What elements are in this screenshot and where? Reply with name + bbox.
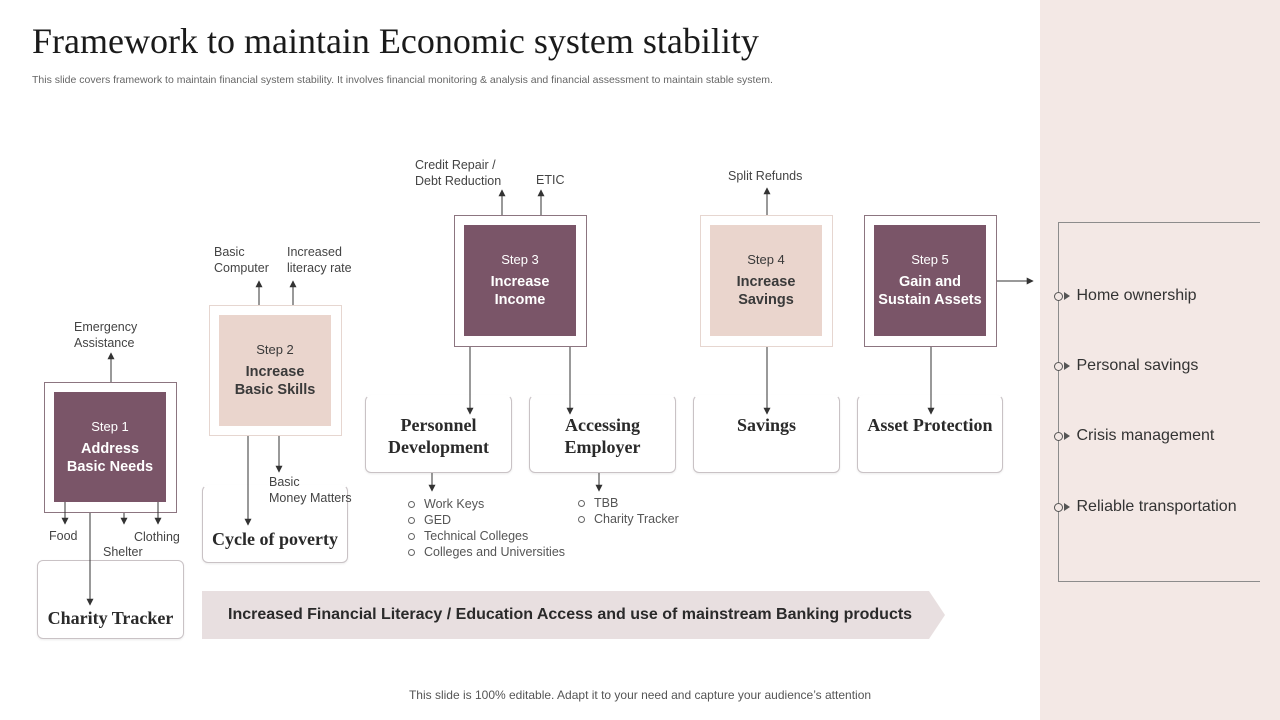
right-side-panel	[1040, 0, 1280, 720]
step-title: Increase Income	[490, 274, 550, 308]
literacy-banner: Increased Financial Literacy / Education…	[202, 591, 945, 639]
bullet-dot-icon	[1053, 291, 1063, 301]
asset-list-item: Home ownership	[1053, 287, 1197, 305]
asset-list-item: Personal savings	[1053, 357, 1199, 375]
list-item: Charity Tracker	[576, 511, 679, 527]
bullet-dot-icon	[1053, 361, 1063, 371]
label-credit-repair: Credit Repair / Debt Reduction	[415, 158, 502, 188]
outcome-cycle-of-poverty: Cycle of poverty	[202, 485, 348, 563]
outcome-asset-protection: Asset Protection	[857, 395, 1003, 473]
label-emergency-assistance: Emergency Assistance	[74, 320, 138, 350]
list-item: GED	[406, 512, 565, 528]
asset-list-item: Crisis management	[1053, 427, 1215, 445]
step-2-box: Step 2 Increase Basic Skills	[219, 315, 331, 426]
outcome-personnel-development: Personnel Development	[365, 395, 512, 473]
asset-list-bracket	[1058, 222, 1260, 582]
outcome-label: Asset Protection	[867, 415, 993, 435]
label-clothing: Clothing	[134, 530, 180, 544]
step-4-box: Step 4 Increase Savings	[710, 225, 822, 336]
list-item: Work Keys	[406, 496, 565, 512]
asset-list-label: Crisis management	[1076, 427, 1215, 444]
outcome-label: Savings	[736, 415, 797, 435]
label-basic-computer: Basic Computer	[214, 245, 269, 275]
outcome-label: Personnel Development	[388, 415, 489, 457]
asset-list-label: Personal savings	[1076, 357, 1199, 374]
step-number: Step 2	[256, 342, 294, 357]
outcome-savings: Savings	[693, 395, 840, 473]
asset-list-label: Home ownership	[1076, 287, 1197, 304]
step-number: Step 5	[911, 252, 949, 267]
bullet-dot-icon	[1053, 502, 1063, 512]
banner-text: Increased Financial Literacy / Education…	[228, 606, 913, 623]
outcome-label: Cycle of poverty	[212, 529, 338, 549]
list-item: Technical Colleges	[406, 528, 565, 544]
label-shelter: Shelter	[103, 545, 143, 559]
outcome-label: Accessing Employer	[564, 415, 641, 457]
step-1-box: Step 1 Address Basic Needs	[54, 392, 166, 502]
label-food: Food	[49, 529, 78, 543]
label-etic: ETIC	[536, 173, 565, 187]
personnel-bullet-list: Work Keys GED Technical Colleges College…	[406, 496, 565, 560]
arrow-right-icon	[1063, 292, 1070, 300]
asset-list-label: Reliable transportation	[1076, 498, 1237, 515]
step-5-box: Step 5 Gain and Sustain Assets	[874, 225, 986, 336]
list-item: TBB	[576, 495, 679, 511]
arrow-right-icon	[1063, 432, 1070, 440]
arrow-right-icon	[1063, 503, 1070, 511]
step-number: Step 1	[91, 418, 129, 434]
step-number: Step 4	[747, 252, 785, 267]
step-3-box: Step 3 Increase Income	[464, 225, 576, 336]
step-title: Gain and Sustain Assets	[878, 274, 982, 308]
list-item: Colleges and Universities	[406, 544, 565, 560]
page-subtitle: This slide covers framework to maintain …	[32, 74, 773, 86]
label-increased-literacy-rate: Increased literacy rate	[287, 245, 352, 275]
label-split-refunds: Split Refunds	[728, 169, 803, 183]
outcome-label: Charity Tracker	[47, 608, 174, 628]
step-number: Step 3	[501, 252, 539, 267]
step-title: Increase Basic Skills	[234, 364, 316, 398]
step-title: Increase Savings	[736, 274, 796, 308]
bullet-dot-icon	[1053, 431, 1063, 441]
employer-bullet-list: TBB Charity Tracker	[576, 495, 679, 527]
step-title: Address Basic Needs	[66, 440, 154, 475]
asset-list-item: Reliable transportation	[1053, 498, 1237, 516]
outcome-accessing-employer: Accessing Employer	[529, 395, 676, 473]
outcome-charity-tracker: Charity Tracker	[37, 560, 184, 639]
page-title: Framework to maintain Economic system st…	[32, 21, 759, 61]
arrow-right-icon	[1063, 362, 1070, 370]
label-basic-money-matters: Basic Money Matters	[269, 475, 352, 505]
footer-note: This slide is 100% editable. Adapt it to…	[408, 688, 872, 702]
